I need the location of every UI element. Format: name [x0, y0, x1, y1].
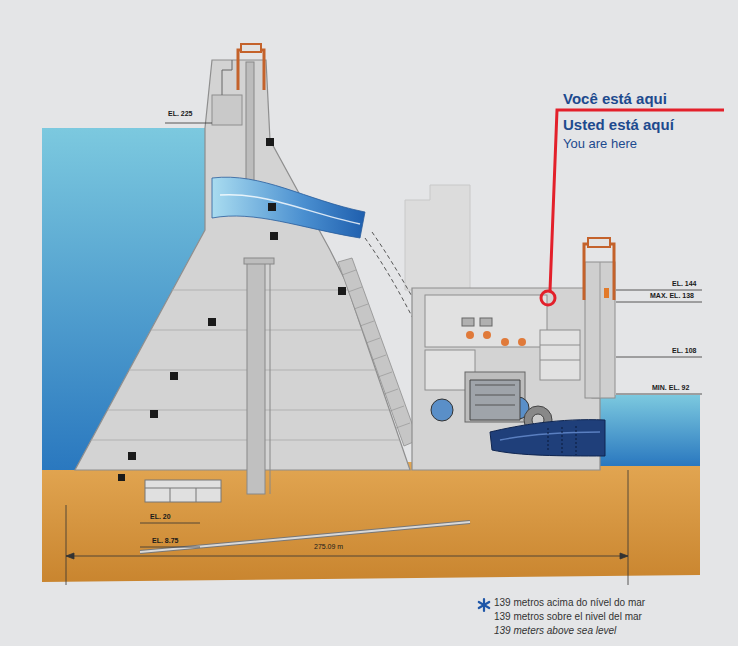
- gantry-top: [241, 44, 261, 52]
- tailwater: [600, 395, 700, 466]
- callout-text: Usted está aquí: [563, 116, 674, 133]
- dam-body: [75, 60, 410, 470]
- callout-text: Você está aqui: [563, 90, 667, 107]
- footnote-text: 139 meters above sea level: [494, 625, 616, 637]
- elevation-label: EL. 225: [168, 110, 193, 118]
- elevation-lines: [140, 123, 702, 547]
- callout-text: You are here: [563, 137, 637, 152]
- gate-slot: [246, 62, 254, 182]
- elevation-label: EL. 108: [672, 347, 697, 355]
- bedrock: [42, 462, 700, 582]
- lift-lines: [91, 290, 399, 440]
- tailrace-gantry: [584, 244, 614, 300]
- background-building: [405, 185, 470, 290]
- stair: [222, 60, 232, 95]
- you-are-here-marker: [541, 110, 724, 305]
- drain-tunnel: [140, 522, 470, 552]
- elevation-label: EL. 20: [150, 513, 171, 521]
- foundation-gallery: [145, 480, 221, 502]
- galleries: [118, 138, 346, 481]
- elevation-label: MAX. EL. 138: [650, 292, 694, 300]
- generator-hall: [425, 295, 547, 347]
- asterisk-symbol: [479, 599, 489, 611]
- penstock-intake: [212, 177, 365, 238]
- dimension-line: [66, 470, 628, 585]
- inspection-shaft: [247, 262, 265, 494]
- draft-tube: [490, 420, 605, 456]
- crest-gantry: [238, 50, 264, 90]
- elevation-label: MIN. EL. 92: [652, 384, 689, 392]
- crest-block: [212, 95, 242, 125]
- dimension-label: 275.09 m: [314, 543, 343, 551]
- tailrace-tower: [585, 262, 615, 398]
- footnote-text: 139 metros sobre el nivel del mar: [494, 611, 642, 623]
- footnote-text: 139 metros acima do nível do mar: [494, 597, 645, 609]
- elevation-label: EL. 8.75: [152, 537, 178, 545]
- elevation-label: EL. 144: [672, 280, 697, 288]
- crane-hooks: [462, 318, 526, 346]
